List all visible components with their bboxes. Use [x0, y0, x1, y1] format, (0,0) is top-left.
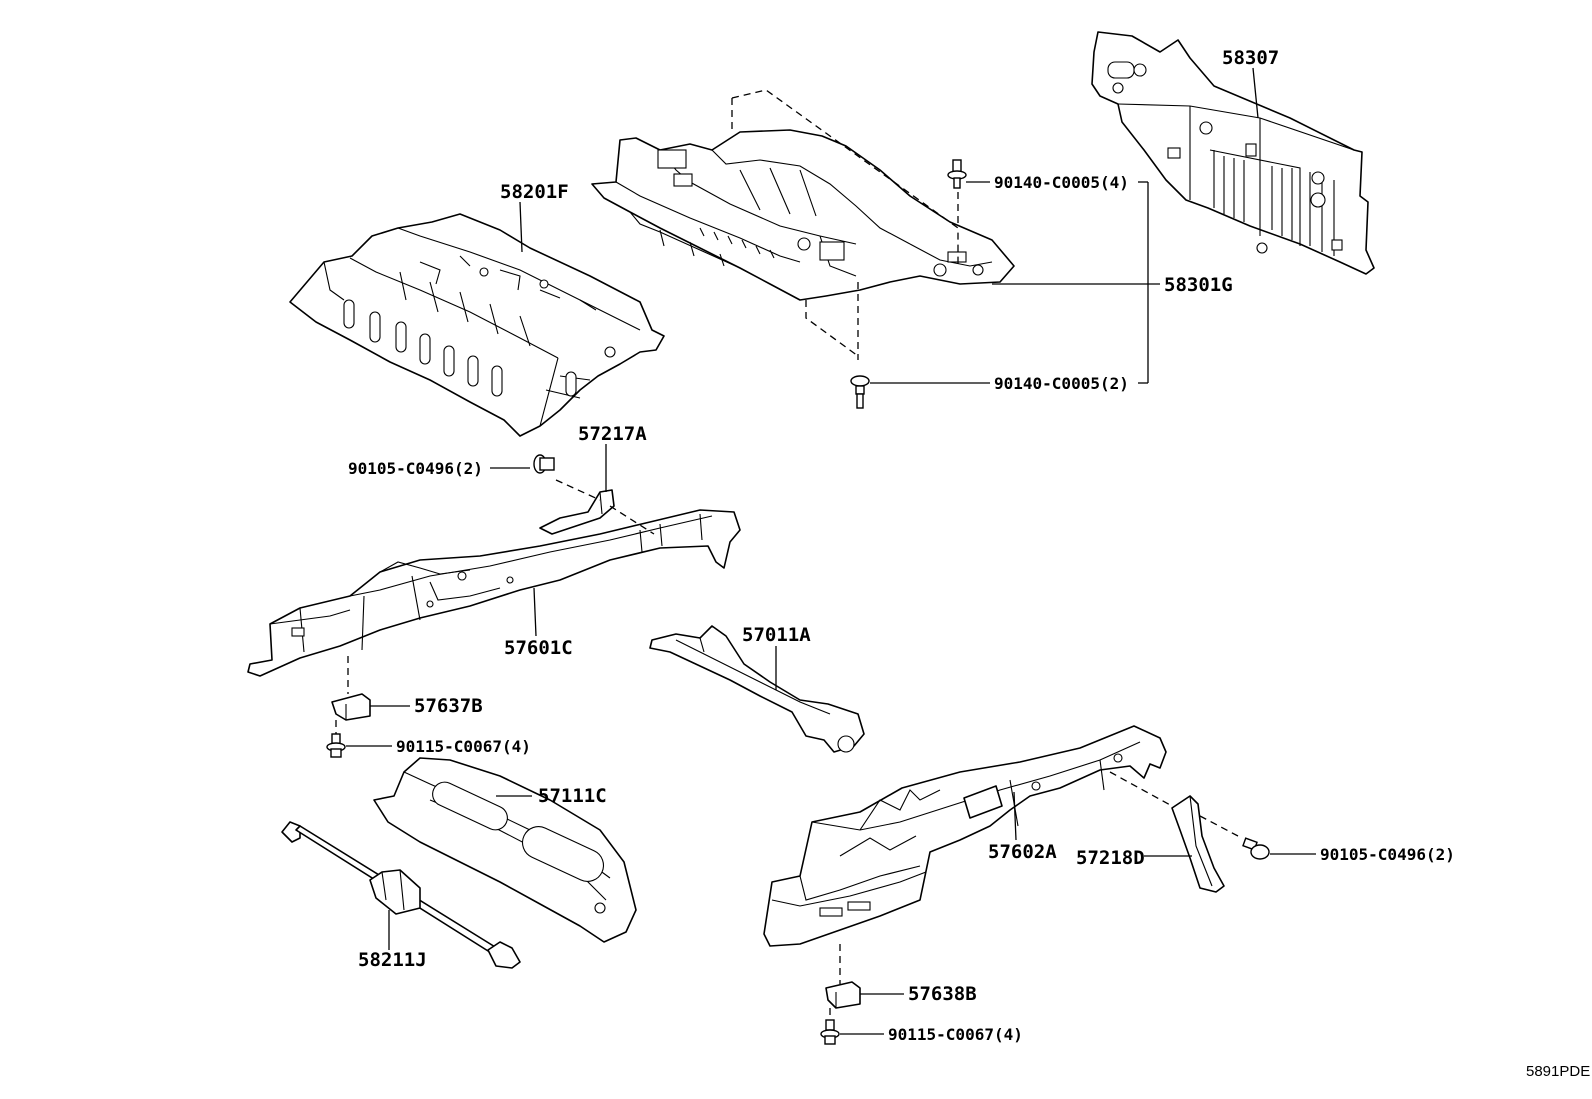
- label-57601C[interactable]: 57601C: [504, 637, 573, 659]
- part-57637B-bracket[interactable]: [331, 693, 371, 721]
- label-58307[interactable]: 58307: [1222, 47, 1279, 69]
- label-57111C[interactable]: 57111C: [538, 785, 607, 807]
- label-90140-C0005-2[interactable]: 90140-C0005(2): [994, 374, 1129, 393]
- label-90115-C0067-right[interactable]: 90115-C0067(4): [888, 1025, 1023, 1044]
- label-57637B[interactable]: 57637B: [414, 695, 483, 717]
- part-57111C-reinforcement[interactable]: [373, 757, 637, 943]
- label-57602A[interactable]: 57602A: [988, 841, 1057, 863]
- part-57601C-floor-side-member[interactable]: [247, 509, 741, 677]
- part-57602A-floor-side-member[interactable]: [763, 725, 1167, 947]
- label-57218D[interactable]: 57218D: [1076, 847, 1145, 869]
- bolt-90115-left[interactable]: [326, 733, 346, 758]
- bolt-90115-right[interactable]: [820, 1019, 840, 1045]
- diagram-code: 5891PDE: [1526, 1063, 1590, 1080]
- label-90115-C0067-left[interactable]: 90115-C0067(4): [396, 737, 531, 756]
- part-58211J-cross-member[interactable]: [281, 821, 521, 969]
- label-57217A[interactable]: 57217A: [578, 423, 647, 445]
- part-58201F-rear-floor-pan[interactable]: [289, 213, 665, 437]
- label-58211J[interactable]: 58211J: [358, 949, 427, 971]
- label-57011A[interactable]: 57011A: [742, 624, 811, 646]
- part-58307-rear-panel[interactable]: [1091, 31, 1375, 275]
- bolt-90140-upper[interactable]: [947, 159, 967, 189]
- label-90140-C0005-4[interactable]: 90140-C0005(4): [994, 173, 1129, 192]
- label-58201F[interactable]: 58201F: [500, 181, 569, 203]
- bolt-90105-left[interactable]: [533, 454, 555, 474]
- label-58301G[interactable]: 58301G: [1164, 274, 1233, 296]
- label-90105-C0496-left[interactable]: 90105-C0496(2): [348, 459, 483, 478]
- part-57011A-member[interactable]: [649, 625, 865, 753]
- part-58301G-center-floor-pan[interactable]: [591, 129, 1015, 301]
- part-57218D-brace[interactable]: [1171, 795, 1225, 893]
- bolt-90105-right[interactable]: [1242, 837, 1270, 860]
- bolt-90140-lower[interactable]: [850, 375, 870, 409]
- part-57638B-bracket[interactable]: [825, 981, 861, 1009]
- label-90105-C0496-right[interactable]: 90105-C0496(2): [1320, 845, 1455, 864]
- label-57638B[interactable]: 57638B: [908, 983, 977, 1005]
- part-57217A-bracket[interactable]: [539, 489, 615, 535]
